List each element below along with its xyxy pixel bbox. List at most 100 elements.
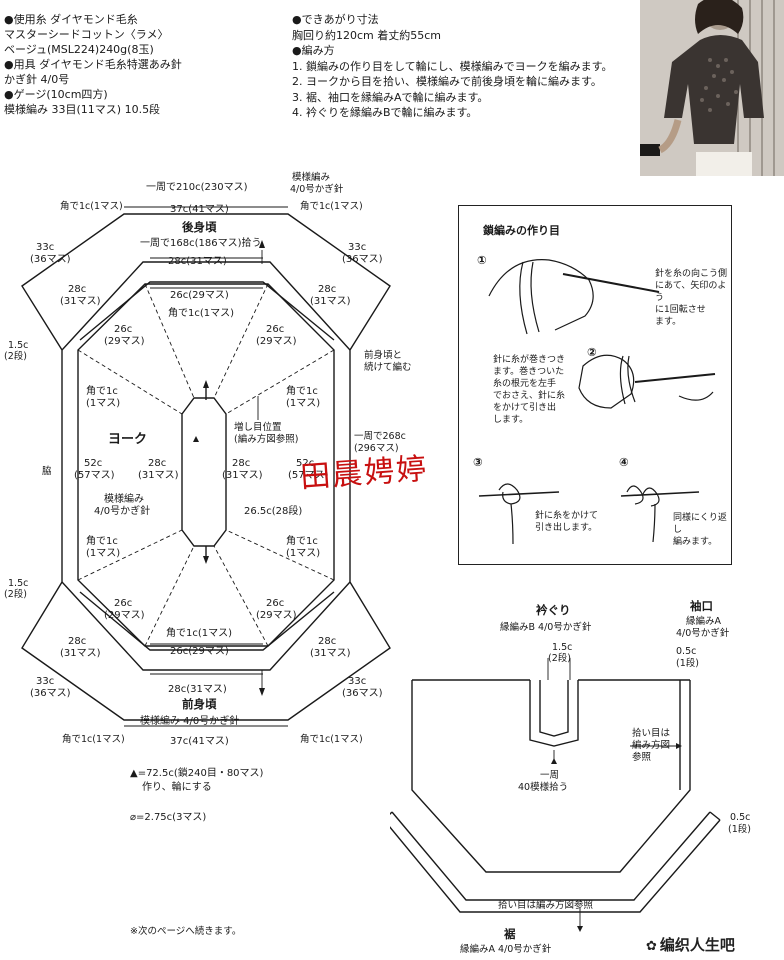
width-37-bottom: 37c(41マス): [170, 736, 229, 747]
side-33-b: (36マス): [342, 254, 383, 265]
hem-title: 裾: [504, 927, 516, 941]
side-28-b: (31マス): [60, 296, 101, 307]
chain-stitch-illustrations: ① ② ③ ④: [473, 253, 716, 545]
front-pattern-label: 模様編み 4/0号かぎ針: [140, 714, 239, 727]
side-33-a: 33c: [36, 676, 54, 687]
front-cont-2: 続けて編む: [364, 361, 412, 373]
arrow-down-icon: [203, 556, 209, 564]
corner-label: 角で1c(1マス): [62, 733, 125, 745]
front-cont-1: 前身頃と: [364, 349, 402, 361]
pick-note-1: 拾い目は: [632, 727, 671, 739]
arrow-up-icon: [259, 240, 265, 248]
note-line: をかけて引き出: [493, 403, 557, 413]
key-triangle-2: 作り、輪にする: [142, 780, 212, 793]
arrow-down-icon: [259, 688, 265, 696]
width-26-back: 26c(29マス): [170, 290, 229, 301]
note-step-2: 針に糸が巻きつき ます。巻きついた 糸の根元を左手 でおさえ、針に糸 をかけて引…: [493, 354, 565, 426]
chain-panel-title: 鎖編みの作り目: [483, 224, 560, 237]
inner-28-b: (31マス): [222, 470, 263, 481]
sleeve-subtitle-1: 縁編みA: [686, 615, 722, 627]
side-33-a: 33c: [348, 676, 366, 687]
method-step: 2. ヨークから目を拾い、模様編みで前後身頃を輪に編みます。: [292, 75, 602, 88]
hook-line-icon: [620, 491, 700, 497]
note-line: します。: [493, 415, 529, 425]
hem-inner: [391, 811, 711, 901]
step-number: ④: [619, 455, 629, 469]
hook-mid-label: 4/0号かぎ針: [94, 504, 150, 517]
side-33-a: 33c: [348, 242, 366, 253]
note-line: 引き出します。: [535, 523, 598, 533]
border-diagram: 衿ぐり 縁編みB 4/0号かぎ針 1.5c (2段) 一周 40模様拾う 袖口 …: [390, 599, 751, 955]
neck-width-2: (2段): [548, 652, 571, 664]
side-28-a: 28c: [68, 636, 86, 647]
increase-label-2: (編み方図参照): [234, 433, 298, 445]
side-28-b: (31マス): [60, 648, 101, 659]
inner-28-a: 28c: [148, 458, 166, 469]
note-step-4: 同様にくり返し 編みます。: [673, 512, 731, 548]
hook-line-icon: [634, 373, 716, 383]
materials-block: ●使用糸 ダイヤモンド毛糸 マスターシードコットン〈ラメ〉 ベージュ(MSL22…: [4, 12, 182, 117]
note-line: 針に糸が巻きつき: [493, 355, 566, 365]
round-268-b: (296マス): [354, 443, 399, 454]
side-26-a: 26c: [266, 598, 284, 609]
sleeve-subtitle-2: 4/0号かぎ針: [676, 627, 730, 639]
side-28-b: (31マス): [310, 648, 351, 659]
hem-subtitle: 縁編みA 4/0号かぎ針: [460, 943, 552, 955]
inner-28-a: 28c: [232, 458, 250, 469]
sleeve-title: 袖口: [690, 599, 713, 613]
arrow-down-icon: [577, 926, 583, 932]
sleeve-width-1: 0.5c: [676, 646, 696, 657]
corner-center-bottom: 角で1c(1マス): [166, 627, 232, 639]
side-26-a: 26c: [114, 598, 132, 609]
corner-right-b: (1マス): [286, 548, 320, 559]
side-33-b: (36マス): [342, 688, 383, 699]
key-triangle-1: ▲=72.5c(鎖240目・80マス): [130, 766, 264, 779]
inner-total-label: 一周で168c(186マス)拾う: [140, 236, 261, 249]
side-33-b: (36マス): [30, 688, 71, 699]
footer-credit-text: 编织人生吧: [659, 936, 735, 954]
corner-left-a: 角で1c: [86, 385, 118, 397]
edge-15-a: 1.5c: [8, 578, 28, 589]
hem-outer: [390, 819, 721, 913]
note-line: ます。: [655, 317, 682, 327]
neck-pick-2: 40模様拾う: [518, 781, 568, 793]
material-line: 模様編み 33目(11マス) 10.5段: [4, 103, 161, 116]
size-text: 胸回り約120cm 着丈約55cm: [292, 28, 442, 42]
side-33-b: (36マス): [30, 254, 71, 265]
corner-right-a: 角で1c: [286, 535, 318, 547]
corner-label: 角で1c(1マス): [300, 733, 363, 745]
footer-credit: ✿编织人生吧: [646, 934, 735, 955]
step-number: ②: [587, 345, 597, 359]
side-26-b: (29マス): [256, 610, 297, 621]
red-watermark: 田晨娉婷: [299, 451, 430, 496]
hem-width-2: (1段): [728, 823, 751, 835]
side-52-a: 52c: [84, 458, 102, 469]
side-28-b: (31マス): [310, 296, 351, 307]
hook-top-label: 4/0号かぎ針: [290, 183, 344, 195]
model-photo-drawing: [640, 0, 784, 176]
pick-note-3: 参照: [632, 751, 652, 763]
wechat-icon: ✿: [646, 939, 657, 954]
front-body-label: 前身頃: [182, 697, 217, 711]
side-seam-label: 脇: [42, 466, 52, 477]
arrow-up-icon: [551, 758, 557, 764]
side-26-b: (29マス): [104, 336, 145, 347]
side-52-b: (57マス): [288, 470, 329, 481]
material-line: ●使用糸 ダイヤモンド毛糸: [4, 13, 138, 26]
pattern-top-label: 模様編み: [292, 171, 330, 183]
chain-loop-icon: [498, 483, 521, 545]
chain-loop-icon: [626, 485, 660, 543]
body-outline: [411, 680, 691, 873]
note-step-1: 針を糸の向こう側 にあて、矢印のよう に1回転させ ます。: [655, 268, 731, 328]
continued-note: ※次のページへ続きます。: [130, 925, 241, 937]
side-26-a: 26c: [266, 324, 284, 335]
material-line: ●ゲージ(10cm四方): [4, 88, 108, 101]
back-band-line: [79, 281, 335, 341]
material-line: ●用具 ダイヤモンド毛糸特選あみ針: [4, 58, 182, 71]
method-step: 4. 衿ぐりを縁編みBで輪に編みます。: [292, 106, 478, 119]
triangle-marker-icon: [193, 436, 199, 442]
step-number: ①: [477, 253, 487, 267]
material-line: マスターシードコットン〈ラメ〉: [4, 28, 169, 41]
width-28-back: 28c(31マス): [168, 256, 227, 267]
edge-15-b: (2段): [4, 350, 27, 362]
